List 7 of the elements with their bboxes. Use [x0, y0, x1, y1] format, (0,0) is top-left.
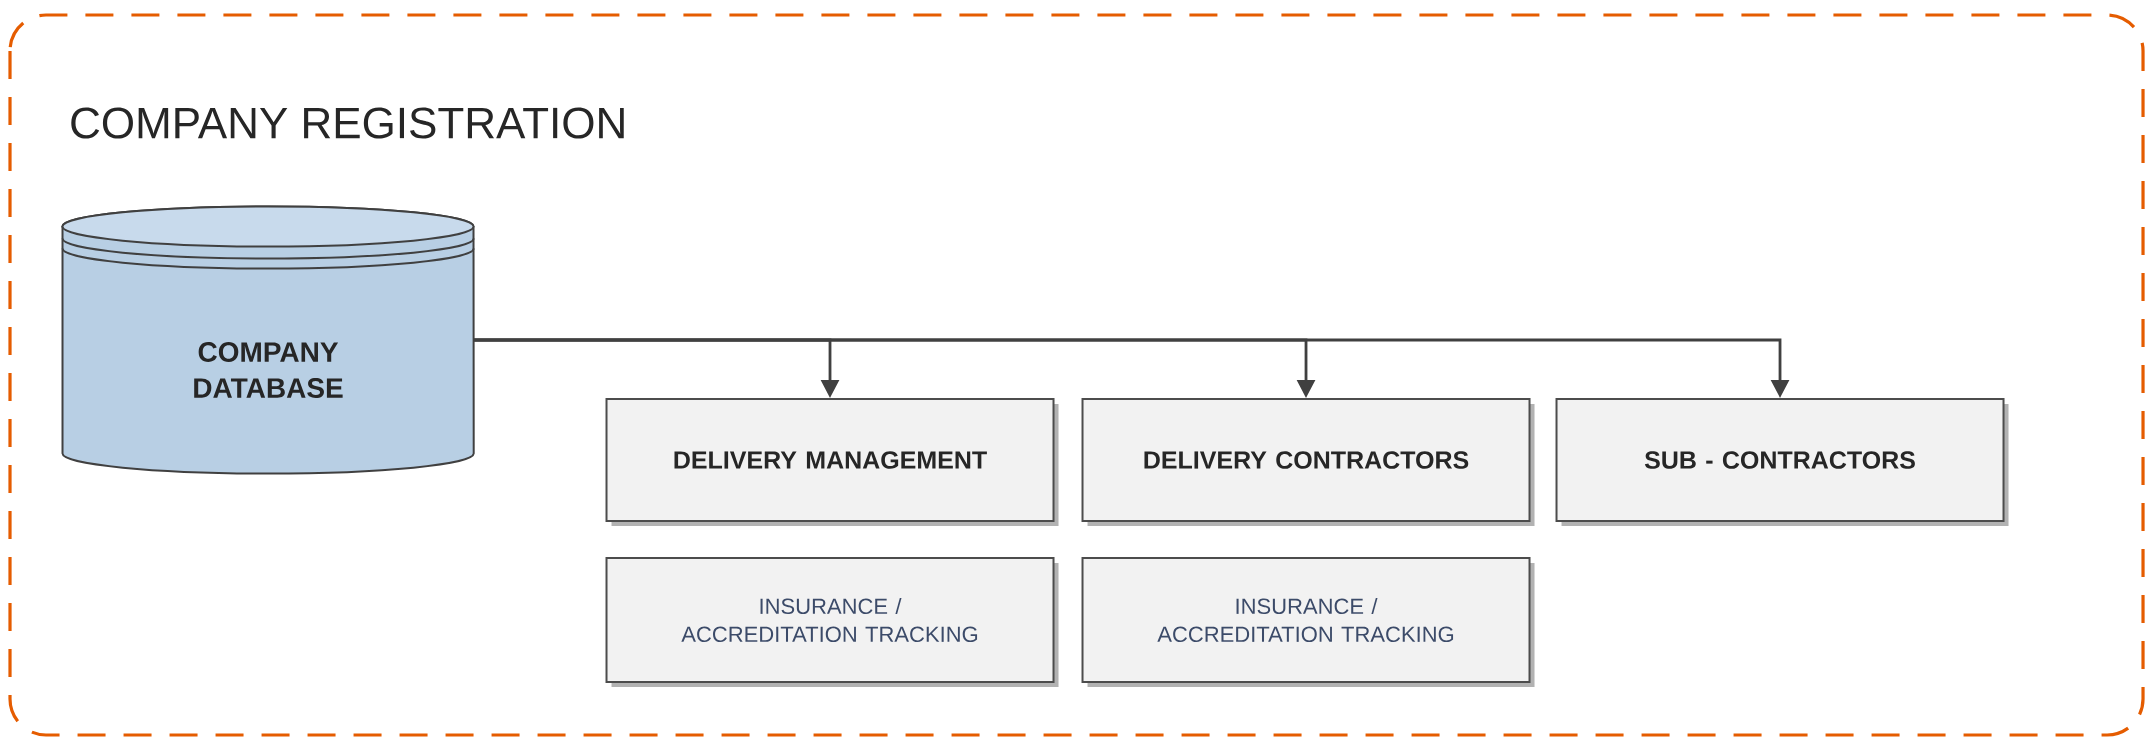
database-cylinder: COMPANY DATABASE [61, 205, 475, 475]
process-box: DELIVERY CONTRACTORS [1081, 398, 1535, 526]
process-box: SUB - CONTRACTORS [1555, 398, 2009, 526]
process-box: DELIVERY MANAGEMENT [605, 398, 1059, 526]
note-box: INSURANCE / ACCREDITATION TRACKING [605, 557, 1059, 687]
group-title: COMPANY REGISTRATION [71, 107, 624, 139]
note-box: INSURANCE / ACCREDITATION TRACKING [1081, 557, 1535, 687]
